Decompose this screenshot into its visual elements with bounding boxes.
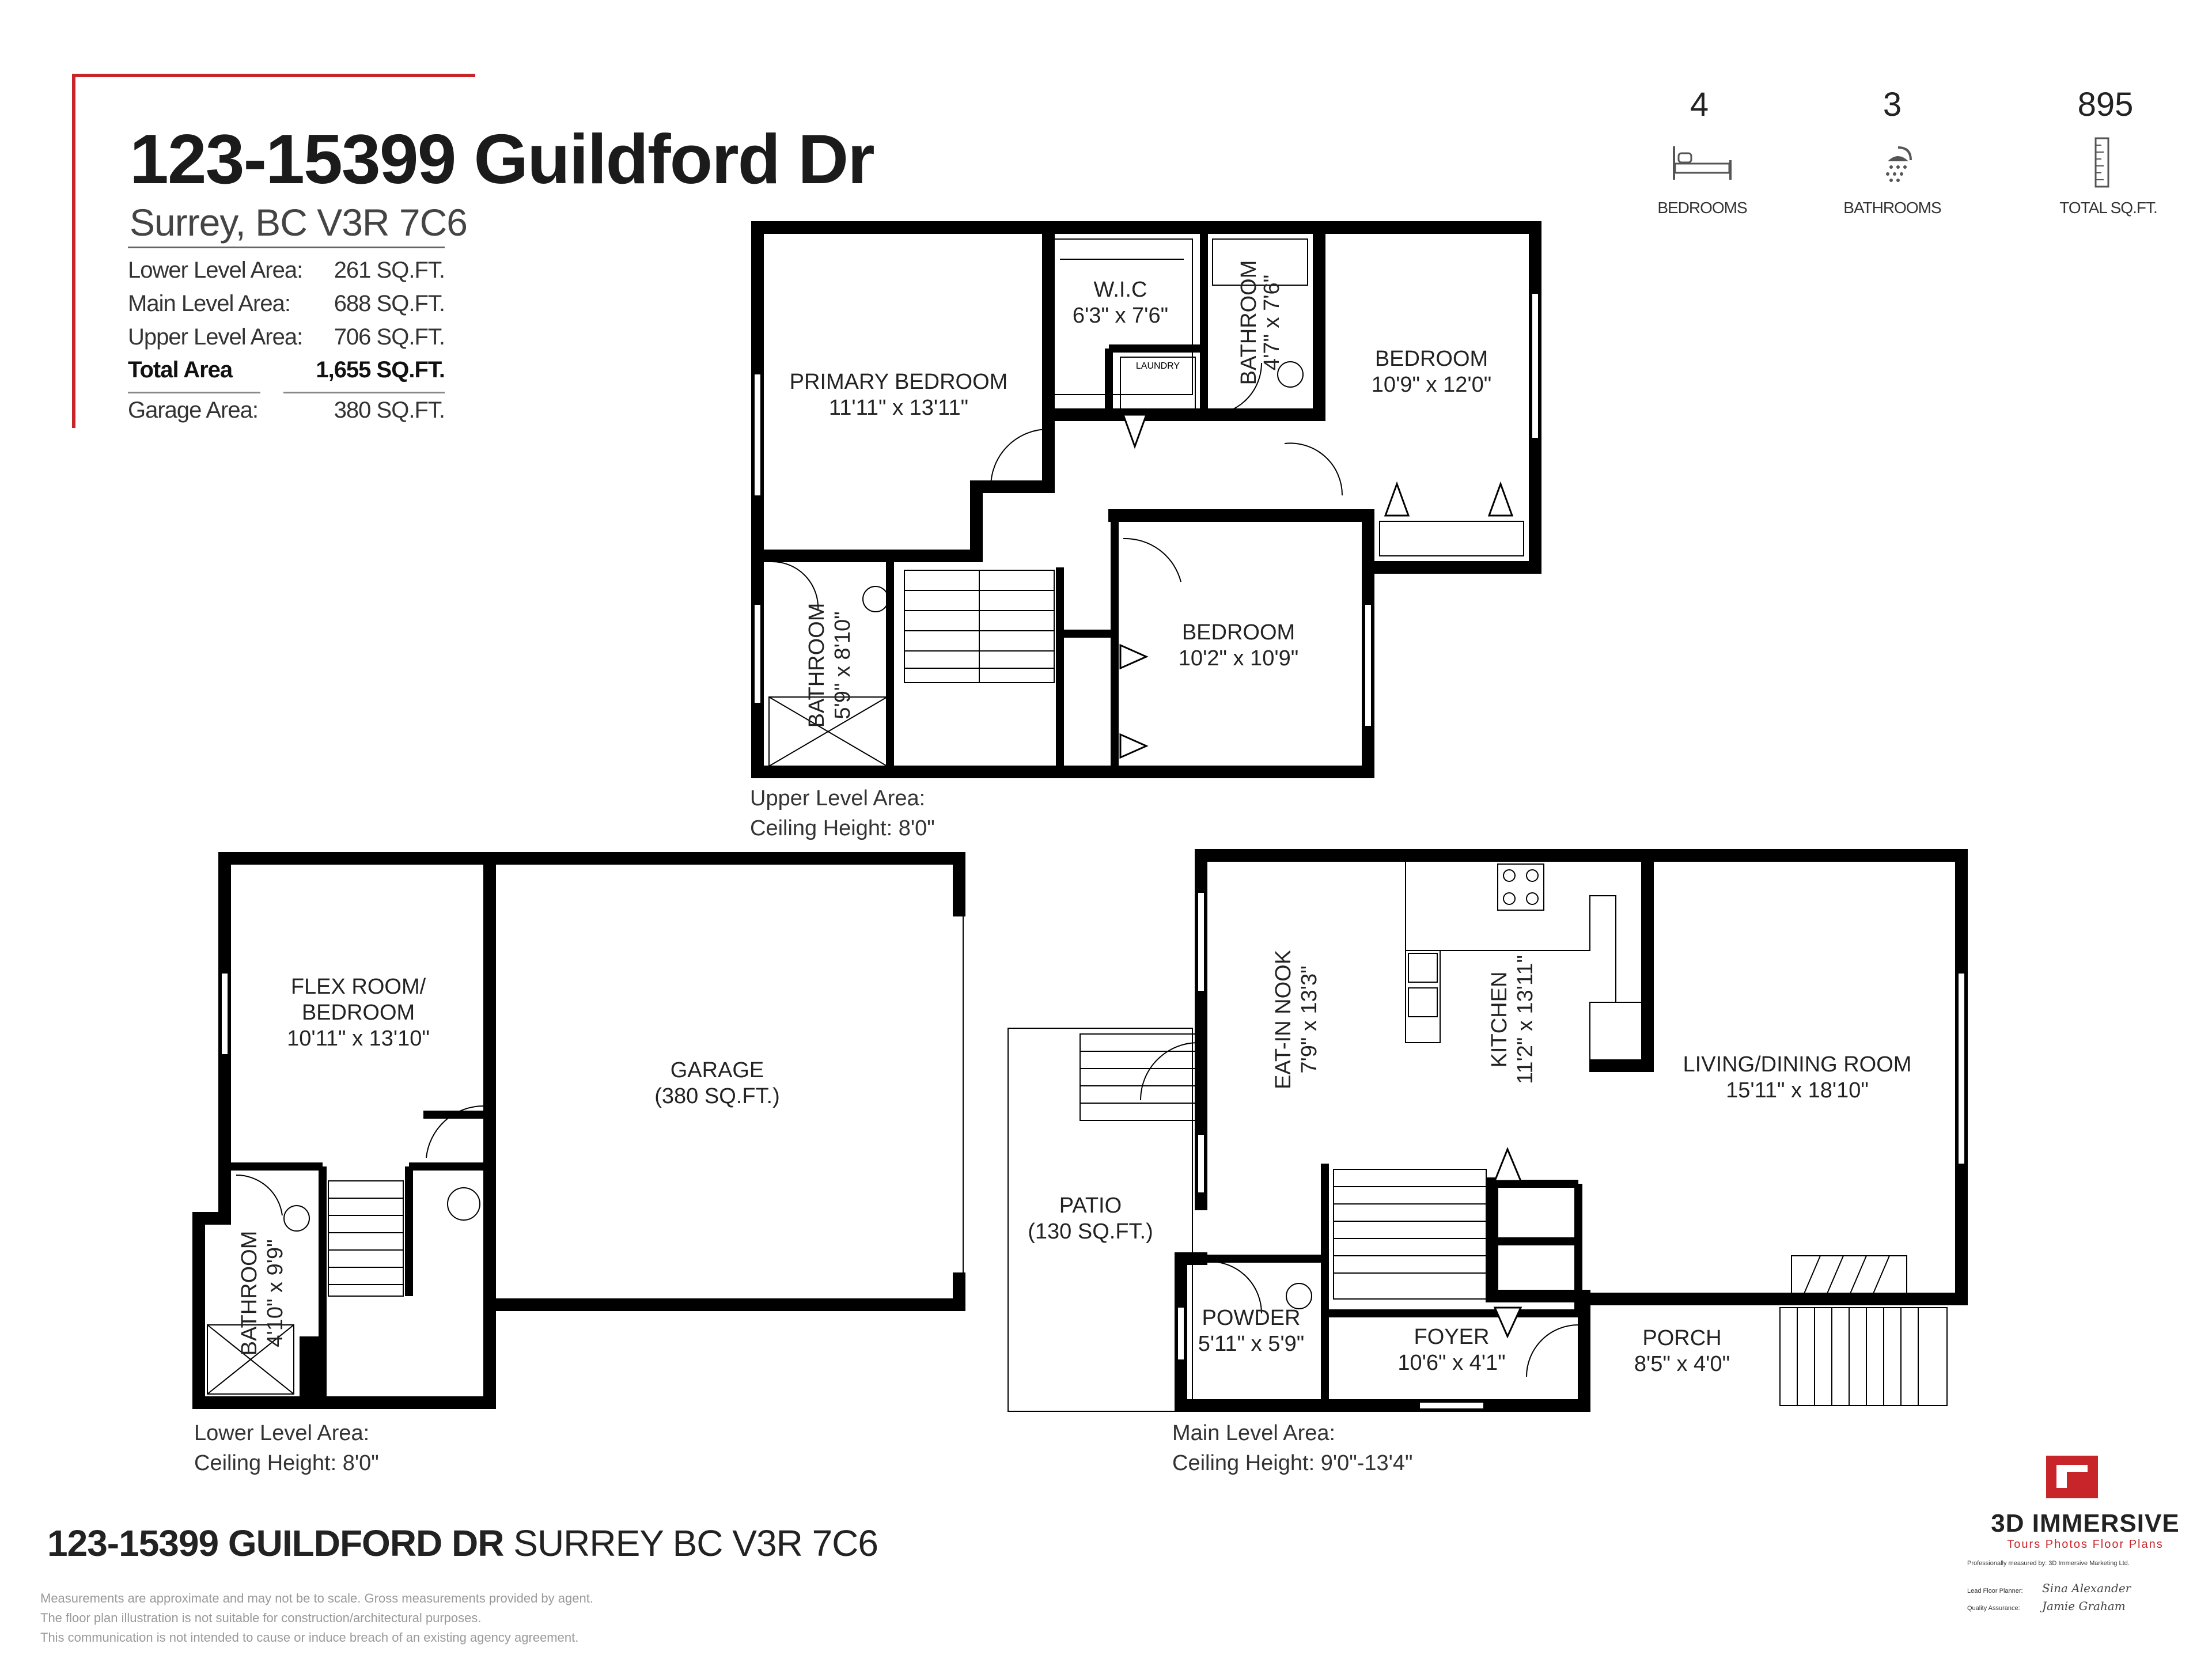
label-wic: W.I.C — [1094, 278, 1147, 302]
lower-ceiling-note: Ceiling Height: 8'0" — [194, 1451, 379, 1475]
label-eat-in-nook: EAT-IN NOOK — [1271, 950, 1296, 1089]
stat-bathrooms-label: BATHROOMS — [1843, 199, 1941, 217]
label-bedroom-2: BEDROOM — [1182, 620, 1295, 645]
dim-bathroom-upper-left: 5'9" x 8'10" — [831, 611, 855, 719]
stat-sqft-value: 895 — [2077, 86, 2134, 123]
label-flex-room: FLEX ROOM/ — [291, 975, 426, 999]
stat-bedrooms-label: BEDROOMS — [1657, 199, 1747, 217]
label-patio: PATIO — [1059, 1194, 1122, 1218]
stat-bedrooms-value: 4 — [1690, 86, 1709, 123]
dim-bedroom-1: 10'9" x 12'0" — [1372, 373, 1491, 397]
label-porch: PORCH — [1642, 1326, 1721, 1350]
label-bathroom-upper-left: BATHROOM — [805, 603, 829, 728]
lower-level-plan: FLEX ROOM/ BEDROOM 10'11" x 13'10" GARAG… — [192, 852, 965, 1475]
area-total-rule-right — [283, 392, 445, 393]
shower-icon — [1886, 146, 1912, 182]
label-foyer: FOYER — [1414, 1325, 1490, 1349]
label-flex-room-2: BEDROOM — [302, 1001, 415, 1025]
dim-patio: (130 SQ.FT.) — [1028, 1219, 1153, 1244]
dim-eat-in-nook: 7'9" x 13'3" — [1297, 965, 1321, 1073]
brand-logo-icon — [2046, 1456, 2098, 1498]
footer-address-street: 123-15399 GUILDFORD DR — [47, 1522, 504, 1564]
accent-line-left — [72, 74, 75, 428]
upper-level-note: Upper Level Area: — [750, 786, 925, 810]
upper-level-plan: PRIMARY BEDROOM 11'11" x 13'11" W.I.C 6'… — [750, 221, 1541, 840]
main-ceiling-note: Ceiling Height: 9'0"-13'4" — [1172, 1451, 1413, 1475]
label-bedroom-1: BEDROOM — [1375, 347, 1488, 371]
dim-wic: 6'3" x 7'6" — [1073, 304, 1168, 328]
dim-kitchen: 11'2" x 13'11" — [1513, 955, 1537, 1084]
planner-signature: Sina Alexander — [2042, 1581, 2131, 1595]
label-kitchen: KITCHEN — [1487, 972, 1512, 1068]
label-powder: POWDER — [1202, 1306, 1301, 1330]
bed-icon — [1673, 146, 1732, 180]
brand-name: 3D IMMERSIVE — [1991, 1509, 2180, 1537]
ruler-icon — [2094, 137, 2109, 188]
label-primary-bedroom: PRIMARY BEDROOM — [790, 370, 1008, 394]
subtitle-underline — [128, 247, 445, 248]
disclaimer-line-2: The floor plan illustration is not suita… — [40, 1611, 482, 1625]
upper-ceiling-note: Ceiling Height: 8'0" — [750, 816, 935, 840]
footer-address-city: SURREY BC V3R 7C6 — [503, 1522, 878, 1564]
dim-primary-bedroom: 11'11" x 13'11" — [829, 396, 968, 420]
dim-porch: 8'5" x 4'0" — [1634, 1352, 1730, 1376]
dim-bathroom-lower: 4'10" x 9'9" — [263, 1239, 287, 1347]
dim-powder: 5'11" x 5'9" — [1198, 1332, 1304, 1356]
brand-qa-label: Quality Assurance: — [1967, 1605, 2020, 1612]
stat-sqft-label: TOTAL SQ.FT. — [2059, 199, 2158, 217]
lower-bath-wall-stub — [300, 1336, 320, 1400]
label-bathroom-top: BATHROOM — [1237, 260, 1261, 385]
disclaimer-line-3: This communication is not intended to ca… — [40, 1630, 579, 1645]
label-living-dining: LIVING/DINING ROOM — [1683, 1052, 1912, 1077]
qa-signature: Jamie Graham — [2042, 1599, 2126, 1613]
label-bathroom-lower: BATHROOM — [237, 1231, 262, 1356]
lower-level-note: Lower Level Area: — [194, 1421, 369, 1445]
property-subtitle: Surrey, BC V3R 7C6 — [130, 201, 468, 244]
label-laundry: LAUNDRY — [1136, 361, 1180, 371]
accent-line-top — [72, 74, 475, 77]
dim-foyer: 10'6" x 4'1" — [1397, 1351, 1505, 1375]
main-level-note: Main Level Area: — [1172, 1421, 1335, 1445]
brand-tagline: Tours Photos Floor Plans — [2007, 1538, 2164, 1551]
property-title: 123-15399 Guildford Dr — [130, 120, 875, 198]
disclaimer-line-1: Measurements are approximate and may not… — [40, 1591, 593, 1605]
brand-measured-by: Professionally measured by: 3D Immersive… — [1967, 1560, 2130, 1567]
dim-flex-room: 10'11" x 13'10" — [287, 1027, 430, 1051]
main-level-plan: EAT-IN NOOK 7'9" x 13'3" KITCHEN 11'2" x… — [1007, 849, 1968, 1475]
area-total-rule-left — [128, 392, 260, 393]
stat-bathrooms-value: 3 — [1883, 86, 1902, 123]
dim-bedroom-2: 10'2" x 10'9" — [1179, 646, 1298, 671]
footer-address: 123-15399 GUILDFORD DR SURREY BC V3R 7C6 — [47, 1522, 878, 1565]
dim-living-dining: 15'11" x 18'10" — [1726, 1078, 1869, 1103]
dim-garage: (380 SQ.FT.) — [654, 1084, 780, 1108]
brand-planner-label: Lead Floor Planner: — [1967, 1588, 2023, 1594]
dim-bathroom-top: 4'7" x 7'6" — [1260, 275, 1284, 370]
label-garage: GARAGE — [671, 1058, 764, 1082]
